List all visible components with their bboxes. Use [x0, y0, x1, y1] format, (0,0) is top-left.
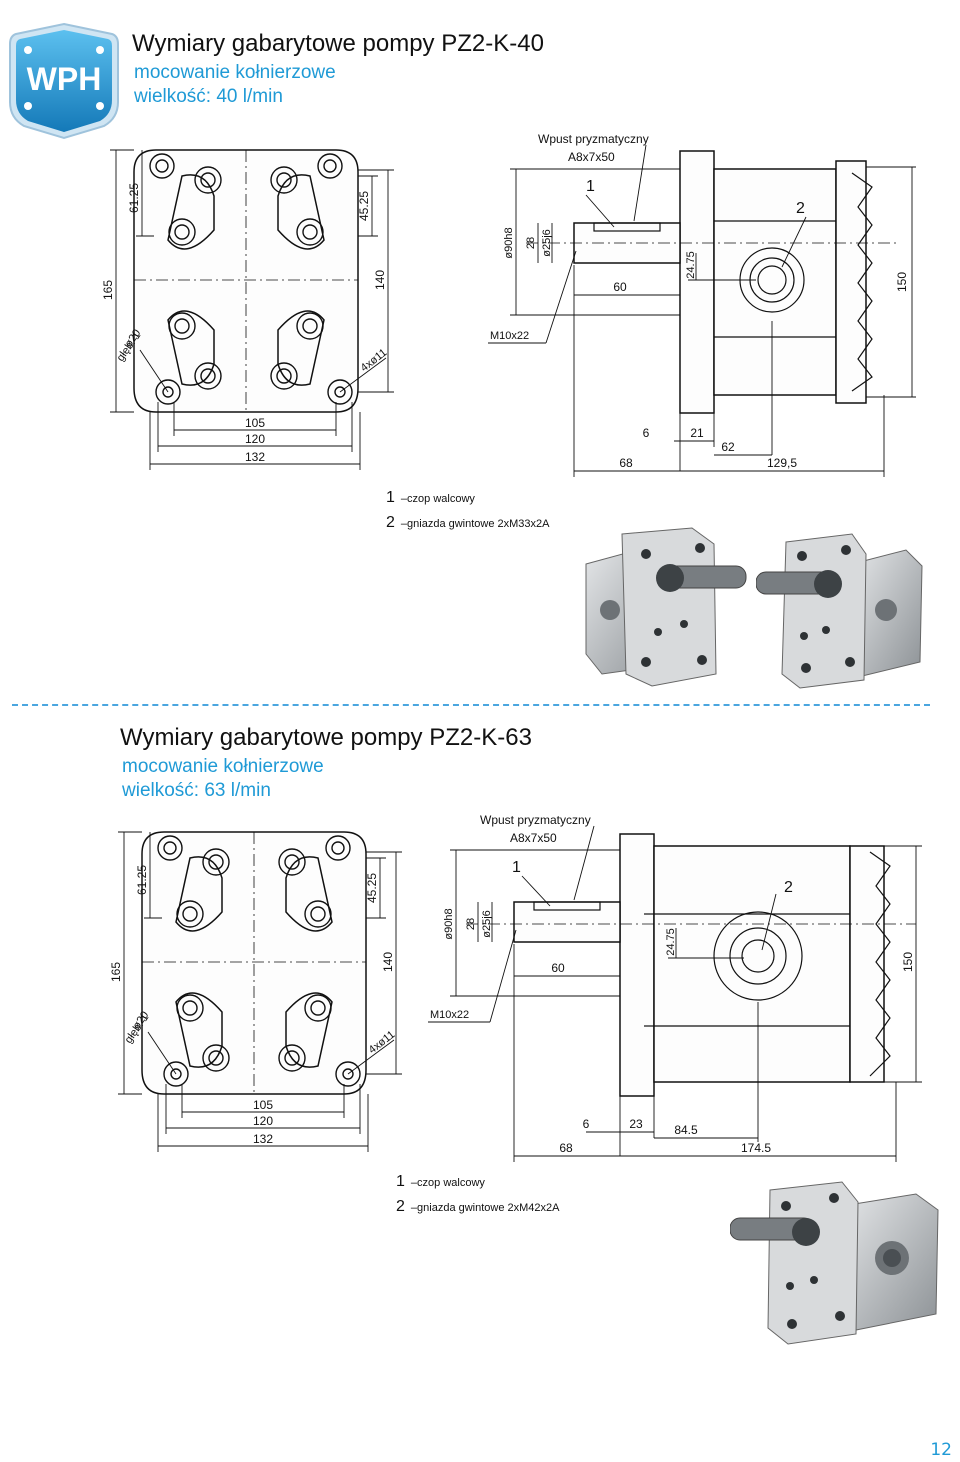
section-1-side-view: Wpust pryzmatyczny A8x7x50 1 2 ø90h8 28 …	[488, 132, 916, 477]
section-1-mounting: mocowanie kołnierzowe	[134, 62, 336, 83]
key-size: A8x7x50	[510, 831, 557, 845]
dim-4x11: 4xø11	[366, 1029, 397, 1057]
legend-item: 2–gniazda gwintowe 2xM33x2A	[386, 514, 550, 531]
section-divider	[12, 704, 930, 706]
key-label: Wpust pryzmatyczny	[480, 813, 591, 827]
dim-105: 105	[245, 416, 265, 430]
dim-24-75: 24.75	[665, 928, 677, 956]
callout-2: 2	[796, 200, 805, 217]
dim-m10: M10x22	[430, 1009, 469, 1021]
key-label: Wpust pryzmatyczny	[538, 132, 649, 146]
dim-61-25: 61.25	[135, 865, 149, 895]
callout-2: 2	[784, 879, 793, 896]
dim-140: 140	[373, 270, 387, 290]
dim-d90: ø90h8	[443, 908, 455, 939]
dim-23: 23	[629, 1117, 643, 1131]
wph-logo: WPH	[8, 22, 120, 140]
dim-132: 132	[245, 450, 265, 464]
dim-150: 150	[895, 272, 909, 292]
dim-d25: ø25j6	[481, 910, 493, 938]
key-size: A8x7x50	[568, 150, 615, 164]
dim-60: 60	[613, 280, 627, 294]
dim-129-5: 129,5	[767, 456, 797, 470]
callout-1: 1	[512, 859, 521, 876]
section-1-size: wielkość: 40 l/min	[134, 86, 283, 107]
dim-4x11: 4xø11	[358, 347, 389, 375]
section-2-legend: 1–czop walcowy 2–gniazda gwintowe 2xM42x…	[396, 1170, 560, 1220]
dim-174-5: 174.5	[741, 1141, 771, 1155]
section-1-front-view: 165 61.25 45.25 140 105 120 132 ø20 głęb…	[101, 149, 394, 470]
dim-24-75: 24.75	[685, 251, 697, 279]
section-1-title: Wymiary gabarytowe pompy PZ2-K-40	[132, 30, 544, 57]
dim-105: 105	[253, 1098, 273, 1112]
dim-165: 165	[109, 962, 123, 982]
logo-text: WPH	[27, 61, 102, 97]
section-2-pump-photo	[730, 1181, 939, 1345]
dim-150: 150	[901, 952, 915, 972]
page-number: 12	[930, 1440, 952, 1460]
section-2-front-view: 165 61.25 45.25 140 105 120 132 ø20 głęb…	[109, 831, 402, 1152]
dim-60: 60	[551, 961, 565, 975]
section-2-size: wielkość: 63 l/min	[122, 780, 271, 801]
dim-132: 132	[253, 1132, 273, 1146]
dim-d25: ø25j6	[541, 229, 553, 257]
legend-item: 2–gniazda gwintowe 2xM42x2A	[396, 1198, 560, 1215]
dim-140: 140	[381, 952, 395, 972]
dim-165: 165	[101, 280, 115, 300]
section-1-pump-photo-right	[756, 533, 923, 689]
legend-item: 1–czop walcowy	[396, 1173, 485, 1190]
dim-62: 62	[721, 440, 735, 454]
dim-28: 28	[525, 237, 537, 249]
dim-120: 120	[253, 1114, 273, 1128]
callout-1: 1	[586, 178, 595, 195]
dim-6: 6	[643, 426, 650, 440]
dim-45-25: 45.25	[357, 191, 371, 221]
dim-28: 28	[465, 918, 477, 930]
dim-m10: M10x22	[490, 330, 529, 342]
dim-84-5: 84.5	[674, 1123, 698, 1137]
section-2-mounting: mocowanie kołnierzowe	[122, 756, 324, 777]
dim-61-25: 61.25	[127, 183, 141, 213]
section-1-legend: 1–czop walcowy 2–gniazda gwintowe 2xM33x…	[386, 486, 550, 536]
section-1-pump-photo-left	[585, 527, 747, 687]
dim-d90: ø90h8	[503, 227, 515, 258]
section-2-title: Wymiary gabarytowe pompy PZ2-K-63	[120, 724, 532, 751]
dim-68: 68	[559, 1141, 573, 1155]
dim-6: 6	[583, 1117, 590, 1131]
dim-120: 120	[245, 432, 265, 446]
dim-45-25: 45.25	[365, 873, 379, 903]
dim-21: 21	[690, 426, 704, 440]
legend-item: 1–czop walcowy	[386, 489, 475, 506]
section-2-side-view: Wpust pryzmatyczny A8x7x50 1 2 ø90h8 28 …	[428, 813, 922, 1162]
dim-68: 68	[619, 456, 633, 470]
